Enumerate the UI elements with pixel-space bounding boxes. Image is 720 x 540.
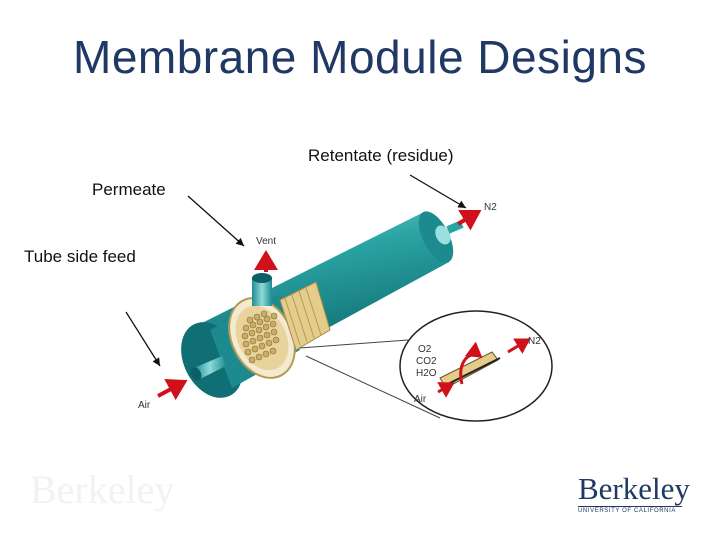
retentate-label: Retentate (residue) <box>308 146 454 165</box>
inset-h2o-label: H2O <box>416 368 437 379</box>
flow-arrows <box>157 209 482 401</box>
n2-outlet-label: N2 <box>484 202 497 213</box>
air-inlet-label: Air <box>138 400 151 411</box>
inset-co2-label: CO2 <box>416 356 437 367</box>
inset-o2-label: O2 <box>418 344 432 355</box>
tube-side-feed-label: Tube side feed <box>24 247 136 266</box>
logo-subtitle: UNIVERSITY OF CALIFORNIA <box>578 506 682 514</box>
membrane-detail-inset <box>299 310 553 422</box>
vent-label: Vent <box>256 236 276 247</box>
logo-wordmark: Berkeley <box>578 471 690 506</box>
permeate-label: Permeate <box>92 180 166 199</box>
inset-air-label: Air <box>414 394 427 405</box>
pointer-arrows <box>125 174 467 367</box>
inset-n2-label: N2 <box>528 336 541 347</box>
module-cylinder <box>181 211 464 398</box>
berkeley-logo: Berkeley UNIVERSITY OF CALIFORNIA <box>578 471 690 514</box>
watermark-text: Berkeley <box>30 467 175 512</box>
slide-title: Membrane Module Designs <box>73 31 647 83</box>
